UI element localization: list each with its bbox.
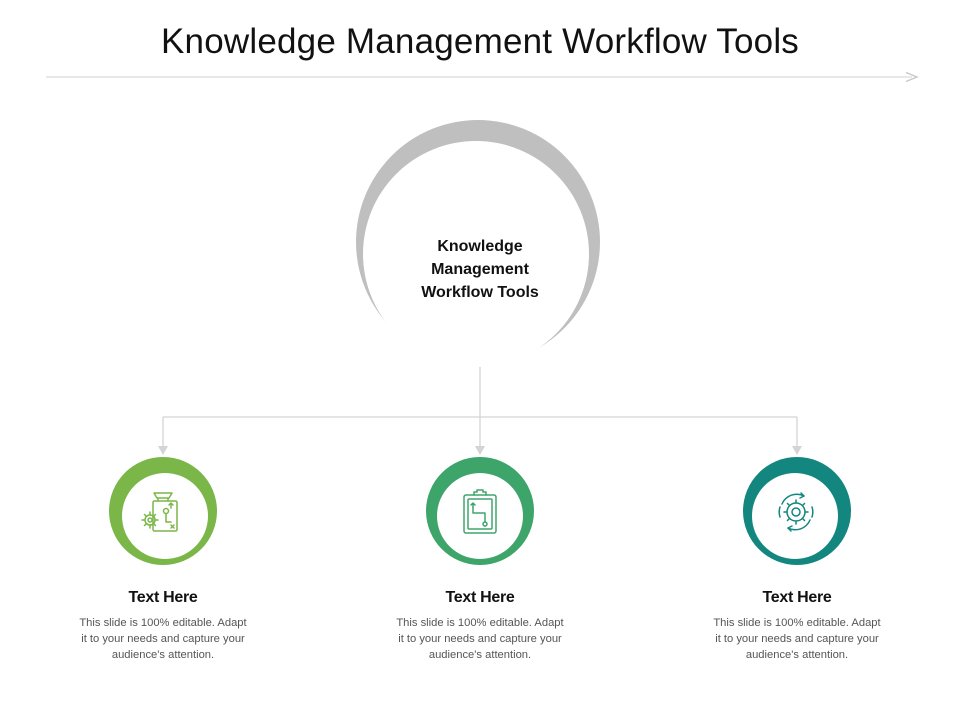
slide-title: Knowledge Management Workflow Tools <box>161 22 799 61</box>
hub-label-line-3: Workflow Tools <box>421 284 539 301</box>
item-3-heading: Text Here <box>762 589 832 606</box>
hub-label-line-1: Knowledge <box>437 238 523 255</box>
node-3 <box>741 456 853 568</box>
item-2-body: This slide is 100% editable. Adapt it to… <box>396 617 564 661</box>
item-1-body: This slide is 100% editable. Adapt it to… <box>79 617 247 661</box>
title-divider-arrow <box>46 71 919 83</box>
gear-flowchart-board-icon <box>141 492 178 532</box>
node-2-ring <box>426 457 534 565</box>
node-1 <box>107 456 219 568</box>
item-3-card: Text Here This slide is 100% editable. A… <box>712 589 882 663</box>
hub-circle <box>356 120 600 367</box>
item-1-heading: Text Here <box>128 589 198 606</box>
gear-cycle-arrows-icon <box>778 492 814 532</box>
node-2 <box>424 456 536 568</box>
item-1-card: Text Here This slide is 100% editable. A… <box>78 589 248 663</box>
clipboard-workflow-icon <box>463 489 497 534</box>
hub-label-line-2: Management <box>431 261 529 278</box>
item-2-card: Text Here This slide is 100% editable. A… <box>395 589 565 663</box>
item-3-body: This slide is 100% editable. Adapt it to… <box>713 617 881 661</box>
item-2-heading: Text Here <box>445 589 515 606</box>
hub-label: Knowledge Management Workflow Tools <box>382 235 578 304</box>
